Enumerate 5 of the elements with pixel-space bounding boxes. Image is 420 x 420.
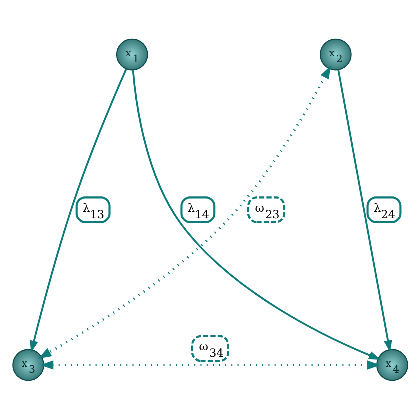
arrow <box>38 66 330 359</box>
arrow <box>40 360 380 370</box>
arrow <box>132 70 380 360</box>
arrow <box>30 68 127 353</box>
arrow <box>337 70 392 353</box>
